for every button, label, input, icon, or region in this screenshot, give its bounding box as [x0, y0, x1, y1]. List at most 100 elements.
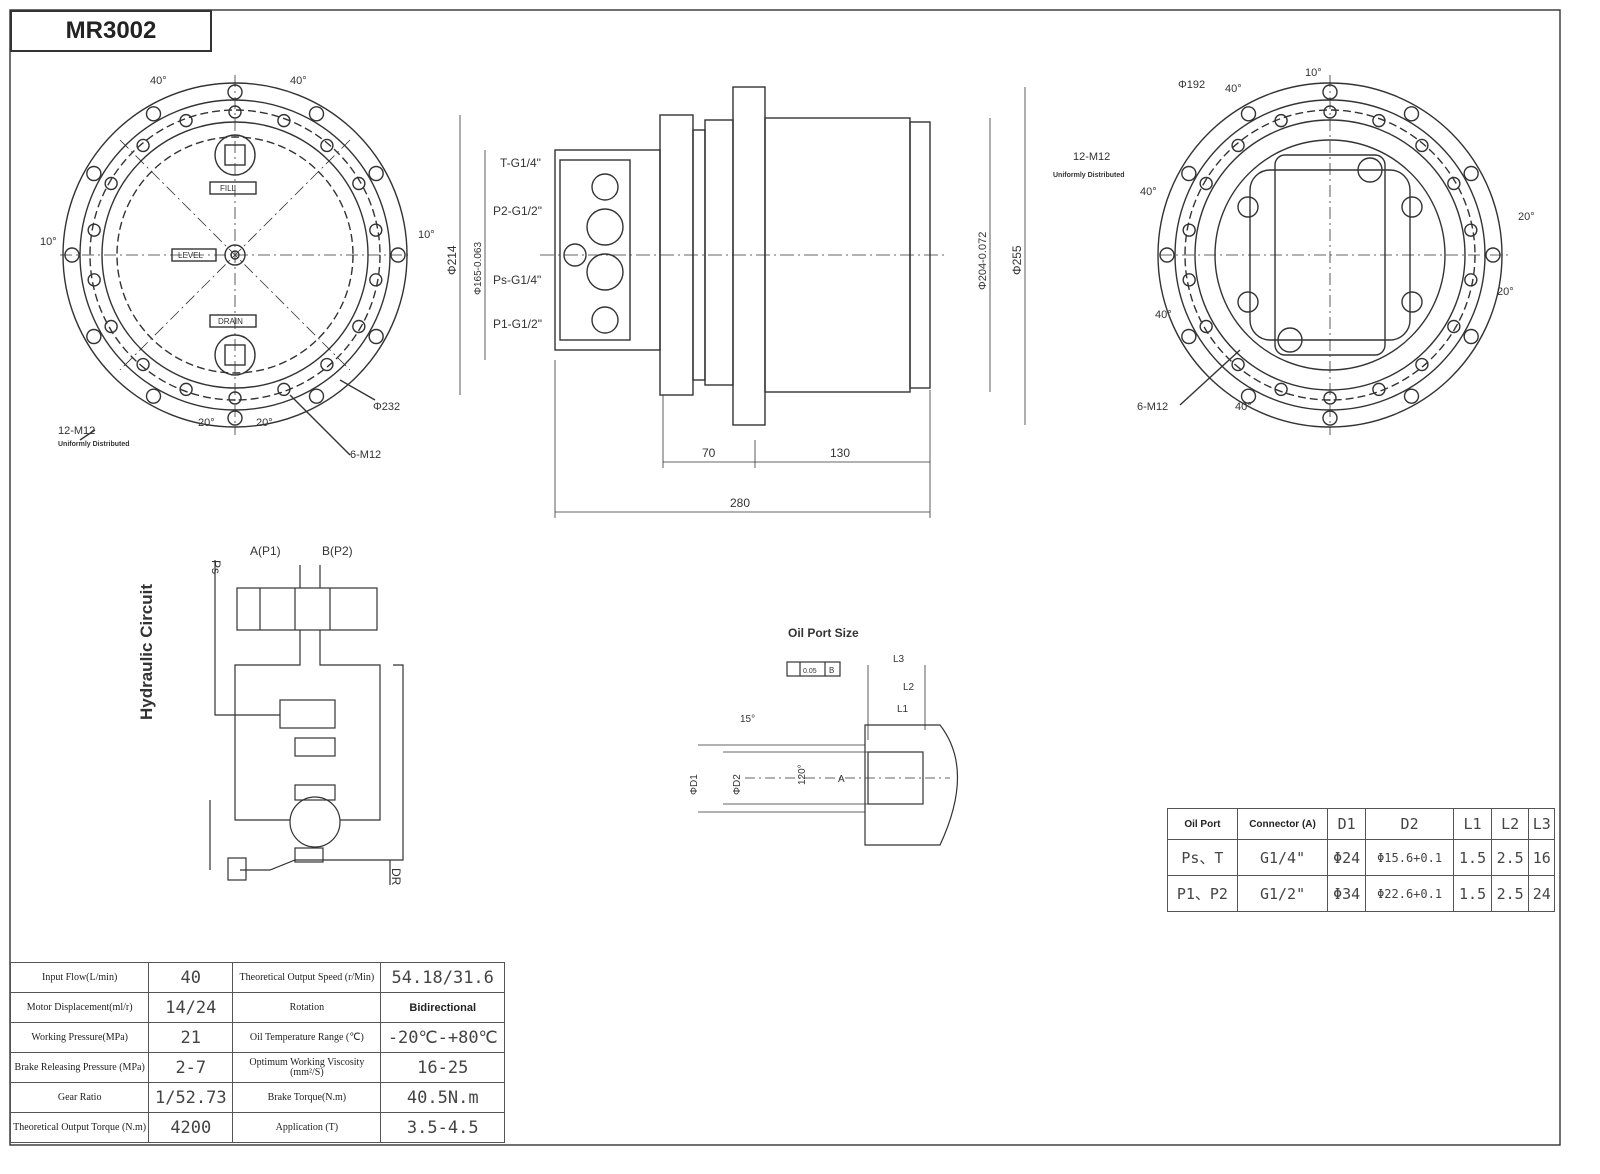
fill-plug-icon [224, 144, 246, 166]
bolt-hole-icon [1231, 357, 1245, 372]
hydraulic-circuit [209, 560, 404, 885]
header-cell: L2 [1490, 807, 1530, 841]
bolt-hole-icon [1182, 273, 1196, 287]
bolt-hole-icon [308, 388, 325, 404]
bolt-hole-icon [1415, 357, 1429, 372]
side-view [459, 86, 1026, 518]
bolt-hole-icon [1415, 138, 1429, 153]
bolt-hole-icon [1199, 319, 1213, 334]
spec-label: Oil Temperature Range (℃) [232, 1022, 382, 1053]
header-cell: D2 [1364, 807, 1455, 841]
bolt-hole-icon [277, 382, 291, 397]
diameter-label: Φ232 [373, 401, 400, 413]
angle-label: 10° [418, 229, 435, 241]
cell: G1/2" [1236, 875, 1329, 912]
bolt-hole-icon [1372, 382, 1386, 397]
angle-label: 40° [150, 75, 167, 87]
cell: Φ24 [1327, 839, 1366, 877]
angle-label: 20° [198, 417, 215, 429]
bolt-hole-icon [1403, 388, 1420, 404]
port-label-p1: P1-G1/2" [493, 317, 542, 331]
drain-plug-icon [224, 344, 246, 366]
spec-label: Motor Displacement(ml/r) [9, 992, 150, 1023]
bolt-hole-icon [1181, 165, 1197, 182]
bolt-hole-icon [179, 382, 193, 397]
spec-value: 14/24 [148, 992, 234, 1023]
bolt-hole-icon [1372, 113, 1386, 128]
cell: 16 [1528, 839, 1555, 877]
spec-value: 21 [148, 1022, 234, 1053]
angle-label: 10° [40, 236, 57, 248]
spec-label: Brake Torque(N.m) [232, 1082, 382, 1113]
model-title: MR3002 [10, 10, 212, 52]
cell: Φ22.6+0.1 [1364, 875, 1455, 912]
oil-port-table: Oil Port Connector (A) D1 D2 L1 L2 L3 Ps… [1167, 807, 1555, 912]
table-header-row: Oil Port Connector (A) D1 D2 L1 L2 L3 [1167, 807, 1555, 841]
bolt-hole-icon [368, 165, 384, 182]
spec-value: 3.5-4.5 [380, 1112, 505, 1143]
bolt-hole-icon [1463, 165, 1479, 182]
oil-port-size-title: Oil Port Size [788, 626, 859, 640]
bolt-spec-label: 12-M12 [58, 425, 95, 437]
diameter-label: Φ255 [1010, 245, 1024, 275]
drain-label: DRAIN [218, 317, 243, 326]
sheet-border [9, 9, 1561, 1146]
port-label-t: T-G1/4" [500, 156, 541, 170]
bolt-hole-icon [1464, 223, 1478, 237]
diameter-label: Φ165-0.063 [473, 242, 484, 295]
spec-value: 40 [148, 962, 234, 993]
bolt-hole-icon [1274, 113, 1288, 128]
port-label: DR [389, 868, 403, 886]
spec-label: Application (T) [232, 1112, 382, 1143]
header-cell: Oil Port [1167, 807, 1238, 841]
tolerance-label: 0.05 [803, 668, 817, 675]
spec-value: 54.18/31.6 [380, 962, 505, 993]
spec-label: Brake Releasing Pressure (MPa) [9, 1052, 150, 1083]
bolt-hole-icon [1464, 273, 1478, 287]
bolt-hole-icon [277, 113, 291, 128]
cell: G1/4" [1236, 839, 1329, 877]
front-view [60, 75, 410, 456]
datum-label: B [829, 666, 834, 675]
port-label-ps: Ps-G1/4" [493, 273, 541, 287]
bolt-hole-icon [86, 328, 102, 345]
spec-label: Gear Ratio [9, 1082, 150, 1113]
bolt-hole-icon [145, 388, 162, 404]
hole-spec-label: 6-M12 [1137, 401, 1168, 413]
bolt-spec-label: 12-M12 [1073, 151, 1110, 163]
bolt-hole-icon [1447, 319, 1461, 334]
diameter-label: Φ192 [1178, 79, 1205, 91]
spec-label: Theoretical Output Torque (N.m) [9, 1112, 150, 1143]
spec-value: 16-25 [380, 1052, 505, 1083]
header-cell: D1 [1327, 807, 1366, 841]
bolt-hole-icon [1463, 328, 1479, 345]
angle-label: 40° [1155, 309, 1172, 321]
port-label: Ps [209, 560, 223, 574]
uniform-label: Uniformly Distributed [58, 441, 130, 448]
spec-label: Rotation [232, 992, 382, 1023]
cell: P1、P2 [1167, 875, 1238, 912]
l1-label: L1 [897, 704, 909, 715]
rear-view [1157, 75, 1510, 435]
fill-label: FILL [220, 184, 237, 193]
bolt-hole-icon [1182, 223, 1196, 237]
bolt-hole-icon [104, 176, 118, 191]
angle-label: 40° [290, 75, 307, 87]
spec-value: 1/52.73 [148, 1082, 234, 1113]
bolt-hole-icon [320, 357, 334, 372]
angle-label: 15° [740, 714, 755, 725]
angle-label: 40° [1225, 83, 1242, 95]
bolt-hole-icon [1181, 328, 1197, 345]
uniform-label: Uniformly Distributed [1053, 172, 1125, 179]
cell: 24 [1528, 875, 1555, 912]
length-label: 70 [702, 446, 716, 460]
cell: Φ15.6+0.1 [1364, 839, 1455, 877]
bolt-hole-icon [352, 319, 366, 334]
diameter-label: Φ204-0.072 [977, 232, 989, 290]
length-label: 130 [830, 446, 850, 460]
oil-port-detail [698, 661, 959, 846]
cell: 1.5 [1453, 839, 1492, 877]
